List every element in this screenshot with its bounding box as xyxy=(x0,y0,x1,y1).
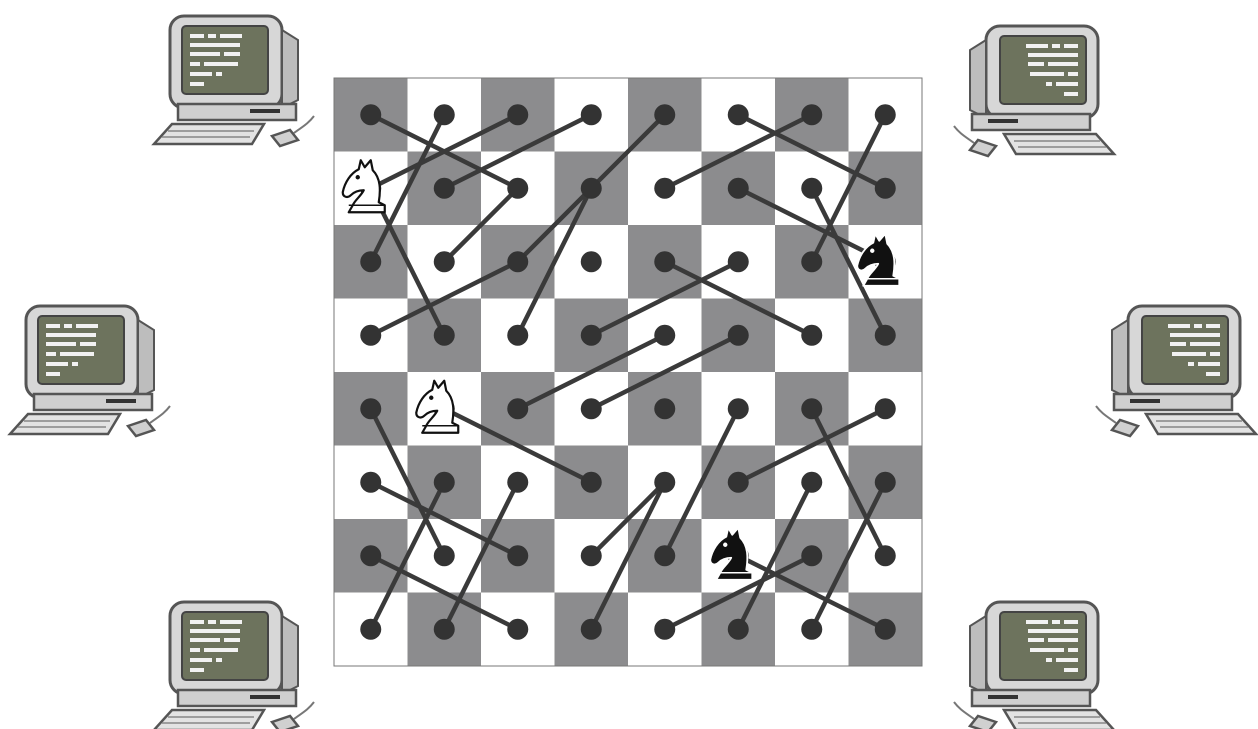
square-node xyxy=(507,545,528,566)
square-node xyxy=(434,251,455,272)
square-node xyxy=(434,619,455,640)
square-node xyxy=(875,104,896,125)
square-node xyxy=(875,619,896,640)
square-node xyxy=(507,398,528,419)
computer-art xyxy=(10,306,170,436)
computer-icon xyxy=(1096,306,1256,436)
square-node xyxy=(801,325,822,346)
square-node xyxy=(875,398,896,419)
square-node xyxy=(360,325,381,346)
square-node xyxy=(654,619,675,640)
square-node xyxy=(581,472,602,493)
square-node xyxy=(654,325,675,346)
computer-icon xyxy=(154,602,314,729)
computer-art xyxy=(954,26,1114,156)
knight-eye xyxy=(429,396,433,400)
square-node xyxy=(360,545,381,566)
computer-art xyxy=(1096,306,1256,436)
knight-eye xyxy=(723,543,727,547)
square-node xyxy=(581,178,602,199)
square-node xyxy=(581,251,602,272)
square-node xyxy=(654,178,675,199)
computer-icon xyxy=(10,306,170,436)
square-node xyxy=(434,104,455,125)
square-node xyxy=(507,472,528,493)
knight-eye xyxy=(356,175,360,179)
computer-icon xyxy=(154,16,314,146)
square-node xyxy=(434,178,455,199)
square-node xyxy=(728,325,749,346)
computer-art xyxy=(154,16,314,146)
square-node xyxy=(654,104,675,125)
square-node xyxy=(654,472,675,493)
square-node xyxy=(581,325,602,346)
square-node xyxy=(507,325,528,346)
square-node xyxy=(360,398,381,419)
square-node xyxy=(434,545,455,566)
square-node xyxy=(801,104,822,125)
square-node xyxy=(360,104,381,125)
square-node xyxy=(801,472,822,493)
computer-icon xyxy=(954,26,1114,156)
square-node xyxy=(875,472,896,493)
square-node xyxy=(360,472,381,493)
square-node xyxy=(507,251,528,272)
square-node xyxy=(581,619,602,640)
square-node xyxy=(875,325,896,346)
square-node xyxy=(728,104,749,125)
computer-art xyxy=(954,602,1114,729)
square-node xyxy=(507,619,528,640)
computer-art xyxy=(154,602,314,729)
square-node xyxy=(507,104,528,125)
square-node xyxy=(654,545,675,566)
square-node xyxy=(581,104,602,125)
square-node xyxy=(801,178,822,199)
square-node xyxy=(728,472,749,493)
square-node xyxy=(801,545,822,566)
square-node xyxy=(728,178,749,199)
square-node xyxy=(728,251,749,272)
square-node xyxy=(360,619,381,640)
square-node xyxy=(875,545,896,566)
square-node xyxy=(434,472,455,493)
square-node xyxy=(507,178,528,199)
square-node xyxy=(434,325,455,346)
knight-eye xyxy=(870,249,874,253)
square-node xyxy=(581,398,602,419)
square-node xyxy=(728,398,749,419)
square-node xyxy=(360,251,381,272)
square-node xyxy=(581,545,602,566)
square-node xyxy=(801,398,822,419)
square-node xyxy=(875,178,896,199)
computer-icon xyxy=(954,602,1114,729)
square-node xyxy=(728,619,749,640)
square-node xyxy=(801,251,822,272)
square-node xyxy=(654,251,675,272)
square-node xyxy=(801,619,822,640)
chess-board xyxy=(334,78,923,667)
square-node xyxy=(654,398,675,419)
